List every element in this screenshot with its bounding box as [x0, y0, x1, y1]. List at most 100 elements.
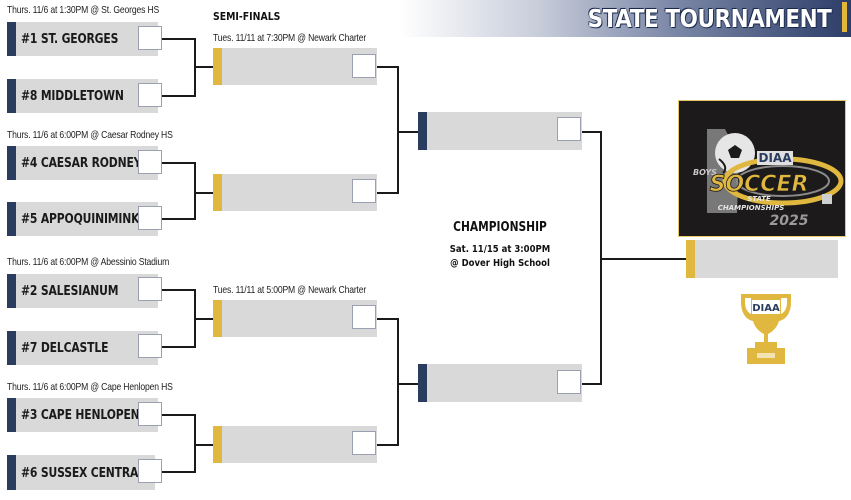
seed-bar	[213, 48, 222, 85]
seed-bar	[7, 398, 16, 432]
seed-bar	[7, 202, 16, 236]
bracket-line	[582, 383, 602, 385]
team-name: #1 ST. GEORGES	[21, 31, 119, 47]
semifinal-slot[interactable]	[213, 48, 377, 85]
team-name: #8 MIDDLETOWN	[21, 88, 124, 104]
team-slot[interactable]: #2 SALESIANUM	[7, 274, 158, 308]
svg-text:2025: 2025	[770, 213, 809, 229]
bracket-line	[162, 95, 195, 97]
seed-bar	[7, 274, 16, 308]
seed-bar	[418, 364, 427, 402]
semifinals-title: SEMI-FINALS	[213, 10, 281, 23]
bracket-line	[162, 471, 195, 473]
bracket-line	[162, 346, 195, 348]
final-slot[interactable]	[418, 112, 582, 150]
seed-bar	[7, 331, 16, 365]
seed-bar	[213, 300, 222, 337]
seed-bar	[213, 174, 222, 211]
bracket-line	[162, 38, 195, 40]
score-box[interactable]	[138, 26, 162, 50]
seed-bar	[7, 146, 16, 180]
team-slot[interactable]: #8 MIDDLETOWN	[7, 79, 158, 113]
bracket-line	[162, 218, 195, 220]
team-slot[interactable]: #6 SUSSEX CENTRAL	[7, 455, 155, 490]
game-label: Thurs. 11/6 at 6:00PM @ Caesar Rodney HS	[7, 129, 173, 141]
bracket-line	[162, 289, 195, 291]
semifinal-slot[interactable]	[213, 300, 377, 337]
bracket-line	[194, 444, 213, 446]
bracket-line	[397, 383, 418, 385]
bracket-line	[582, 131, 602, 133]
team-name: #5 APPOQUINIMINK	[21, 211, 140, 227]
game-label: Thurs. 11/6 at 6:00PM @ Cape Henlopen HS	[7, 381, 173, 393]
score-box[interactable]	[138, 277, 162, 301]
bracket-line	[600, 258, 686, 260]
score-box[interactable]	[352, 54, 376, 78]
svg-text:CHAMPIONSHIPS: CHAMPIONSHIPS	[718, 204, 785, 212]
team-name: #2 SALESIANUM	[21, 283, 119, 299]
bracket-line	[377, 444, 398, 446]
team-name: #6 SUSSEX CENTRAL	[21, 464, 145, 481]
championship-title: CHAMPIONSHIP	[453, 220, 547, 235]
bracket-line	[397, 131, 418, 133]
team-slot[interactable]: #7 DELCASTLE	[7, 331, 158, 365]
seed-bar	[418, 112, 427, 150]
trophy-icon: DIAA	[735, 290, 797, 365]
bracket-line	[377, 192, 398, 194]
champion-slot[interactable]	[686, 240, 838, 278]
header-banner: STATE TOURNAMENT	[400, 0, 851, 37]
svg-text:BOYS: BOYS	[693, 168, 717, 177]
page-title: STATE TOURNAMENT	[587, 4, 831, 33]
team-slot[interactable]: #1 ST. GEORGES	[7, 22, 158, 56]
team-slot[interactable]: #5 APPOQUINIMINK	[7, 202, 158, 236]
bracket-line	[194, 192, 213, 194]
bracket-line	[377, 318, 398, 320]
semifinal-slot[interactable]	[213, 174, 377, 211]
seed-bar	[213, 426, 222, 463]
final-slot[interactable]	[418, 364, 582, 402]
score-box[interactable]	[138, 150, 162, 174]
score-box[interactable]	[138, 459, 162, 483]
header-accent-bar	[842, 2, 847, 32]
bracket-line	[194, 318, 213, 320]
bracket-line	[397, 66, 399, 194]
bracket-line	[194, 162, 196, 220]
team-name: #4 CAESAR RODNEY	[21, 155, 142, 171]
team-name: #7 DELCASTLE	[21, 340, 109, 356]
score-box[interactable]	[557, 117, 581, 141]
bracket-line	[194, 66, 213, 68]
score-box[interactable]	[352, 305, 376, 329]
soccer-ball-icon: DIAA BOYS SOCCER STATE CHAMPIONSHIPS 202…	[693, 129, 844, 229]
svg-text:STATE: STATE	[747, 195, 771, 203]
bracket-line	[377, 66, 398, 68]
bracket-line	[162, 414, 195, 416]
seed-bar	[7, 455, 16, 490]
svg-text:SOCCER: SOCCER	[710, 172, 809, 197]
bracket-line	[162, 162, 195, 164]
game-label: Thurs. 11/6 at 6:00PM @ Abessinio Stadiu…	[7, 256, 170, 268]
game-label: Thurs. 11/6 at 1:30PM @ St. Georges HS	[7, 4, 160, 16]
team-slot[interactable]: #3 CAPE HENLOPEN	[7, 398, 158, 432]
score-box[interactable]	[138, 402, 162, 426]
bracket-line	[397, 318, 399, 446]
game-label: Tues. 11/11 at 5:00PM @ Newark Charter	[213, 284, 367, 296]
score-box[interactable]	[138, 334, 162, 358]
score-box[interactable]	[352, 431, 376, 455]
svg-text:DIAA: DIAA	[752, 303, 780, 314]
soccer-championship-logo: DIAA BOYS SOCCER STATE CHAMPIONSHIPS 202…	[678, 100, 846, 237]
score-box[interactable]	[557, 370, 581, 394]
score-box[interactable]	[138, 206, 162, 230]
seed-bar	[7, 22, 16, 56]
team-slot[interactable]: #4 CAESAR RODNEY	[7, 146, 158, 180]
svg-text:DIAA: DIAA	[759, 151, 793, 165]
score-box[interactable]	[138, 83, 162, 107]
seed-bar	[7, 79, 16, 113]
score-box[interactable]	[352, 179, 376, 203]
team-name: #3 CAPE HENLOPEN	[21, 407, 140, 423]
seed-bar	[686, 240, 695, 278]
championship-date: Sat. 11/15 at 3:00PM	[449, 244, 551, 255]
championship-venue: @ Dover High School	[450, 258, 550, 269]
semifinal-slot[interactable]	[213, 426, 377, 463]
bracket-line	[194, 414, 196, 473]
game-label: Tues. 11/11 at 7:30PM @ Newark Charter	[213, 32, 367, 44]
